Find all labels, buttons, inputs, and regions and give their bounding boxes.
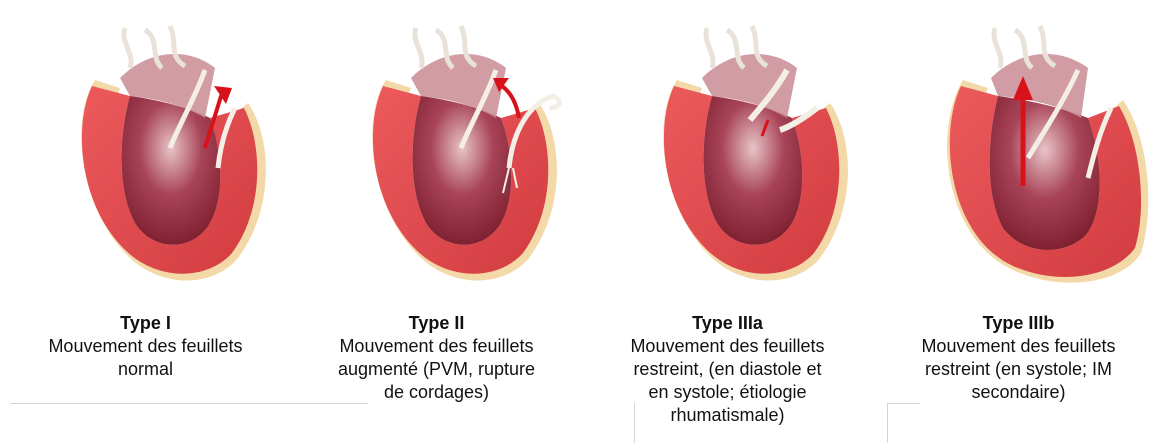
regurgitation-arrow [499,84,519,118]
panel-description: Mouvement des feuillets augmenté (PVM, r… [291,335,582,404]
panel-title: Type IIIb [873,312,1164,335]
caption-type-3b: Type IIIb Mouvement des feuillets restre… [873,312,1164,404]
panel-description: Mouvement des feuillets normal [0,335,291,381]
divider-line [888,403,920,404]
ventricle-cavity [990,96,1100,250]
panel-title: Type IIIa [582,312,873,335]
panel-title: Type I [0,312,291,335]
caption-type-2: Type II Mouvement des feuillets augmenté… [291,312,582,404]
ventricle-cavity [413,96,512,245]
heart-illustration-type-3b [873,8,1164,290]
arrow-head [214,86,232,104]
divider-line [634,403,635,443]
heart-illustration-type-2 [291,8,582,290]
panel-type-3b: Type IIIb Mouvement des feuillets restre… [873,0,1164,443]
caption-type-3a: Type IIIa Mouvement des feuillets restre… [582,312,873,427]
panel-type-1: Type I Mouvement des feuillets normal [0,0,291,443]
heart-illustration-type-3a [582,8,873,290]
panel-type-2: Type II Mouvement des feuillets augmenté… [291,0,582,443]
panel-description: Mouvement des feuillets restreint, (en d… [582,335,873,427]
caption-type-1: Type I Mouvement des feuillets normal [0,312,291,381]
ventricle-cavity [122,96,221,245]
heart-illustration-type-1 [0,8,291,290]
panel-description: Mouvement des feuillets restreint (en sy… [873,335,1164,404]
divider-line [10,403,368,404]
divider-line [887,403,888,443]
panel-type-3a: Type IIIa Mouvement des feuillets restre… [582,0,873,443]
panel-title: Type II [291,312,582,335]
